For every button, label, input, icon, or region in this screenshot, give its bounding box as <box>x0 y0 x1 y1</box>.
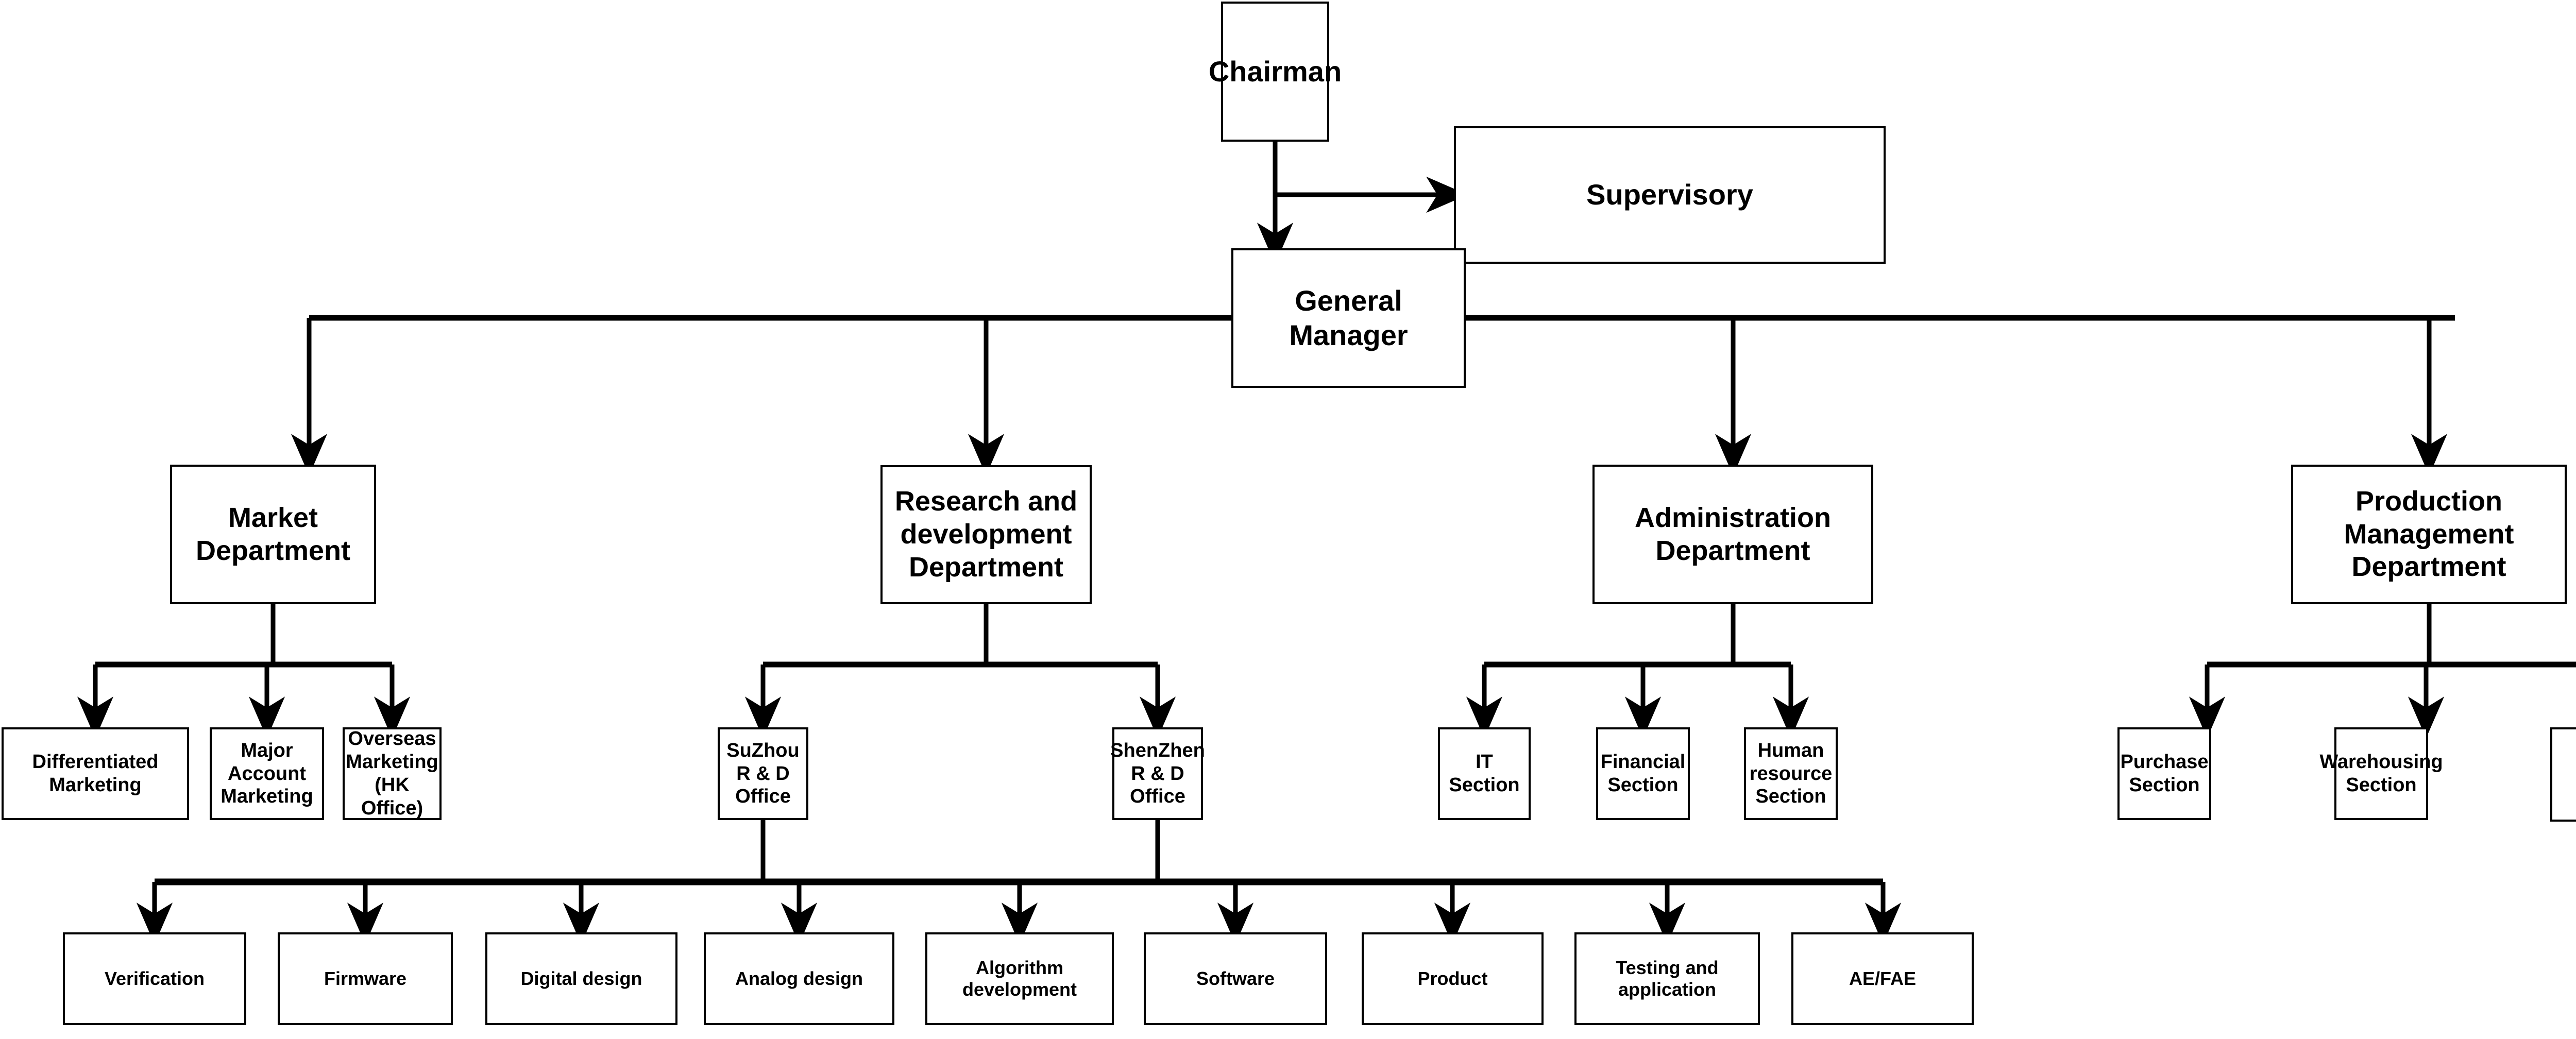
node-ae-fae[interactable]: AE/FAE <box>1791 932 1974 1025</box>
node-suzhou-rnd-office[interactable]: SuZhou R & D Office <box>718 727 808 820</box>
node-software[interactable]: Software <box>1144 932 1327 1025</box>
node-testing-and-application[interactable]: Testing and application <box>1574 932 1760 1025</box>
node-general-manager[interactable]: General Manager <box>1231 248 1466 388</box>
node-digital-design[interactable]: Digital design <box>485 932 677 1025</box>
node-shenzhen-rnd-office[interactable]: ShenZhen R & D Office <box>1110 727 1205 820</box>
node-rnd-department[interactable]: Research and development Department <box>880 465 1092 604</box>
node-warehousing-section[interactable]: Warehousing Section <box>2319 727 2443 820</box>
node-overseas-marketing[interactable]: Overseas Marketing (HK Office) <box>343 727 442 820</box>
node-major-account-marketing[interactable]: Major Account Marketing <box>210 727 324 820</box>
node-firmware[interactable]: Firmware <box>278 932 453 1025</box>
node-purchase-section[interactable]: Purchase Section <box>2117 727 2211 820</box>
node-market-department[interactable]: Market Department <box>170 465 376 604</box>
node-product[interactable]: Product <box>1362 932 1544 1025</box>
node-differentiated-marketing[interactable]: Differentiated Marketing <box>2 727 189 820</box>
node-human-resource-section[interactable]: Human resource Section <box>1744 727 1838 820</box>
node-analog-design[interactable]: Analog design <box>704 932 894 1025</box>
node-algorithm-development[interactable]: Algorithm development <box>925 932 1114 1025</box>
node-chairman[interactable]: Chairman <box>1209 2 1342 142</box>
node-financial-section[interactable]: Financial Section <box>1596 727 1690 820</box>
node-supervisory[interactable]: Supervisory <box>1454 126 1886 264</box>
node-verification[interactable]: Verification <box>63 932 246 1025</box>
node-it-section[interactable]: IT Section <box>1438 727 1531 820</box>
node-administration-department[interactable]: Administration Department <box>1592 465 1873 604</box>
node-production-management-department[interactable]: Production Management Department <box>2291 465 2567 604</box>
node-order-section[interactable]: Order Section <box>2550 727 2576 822</box>
